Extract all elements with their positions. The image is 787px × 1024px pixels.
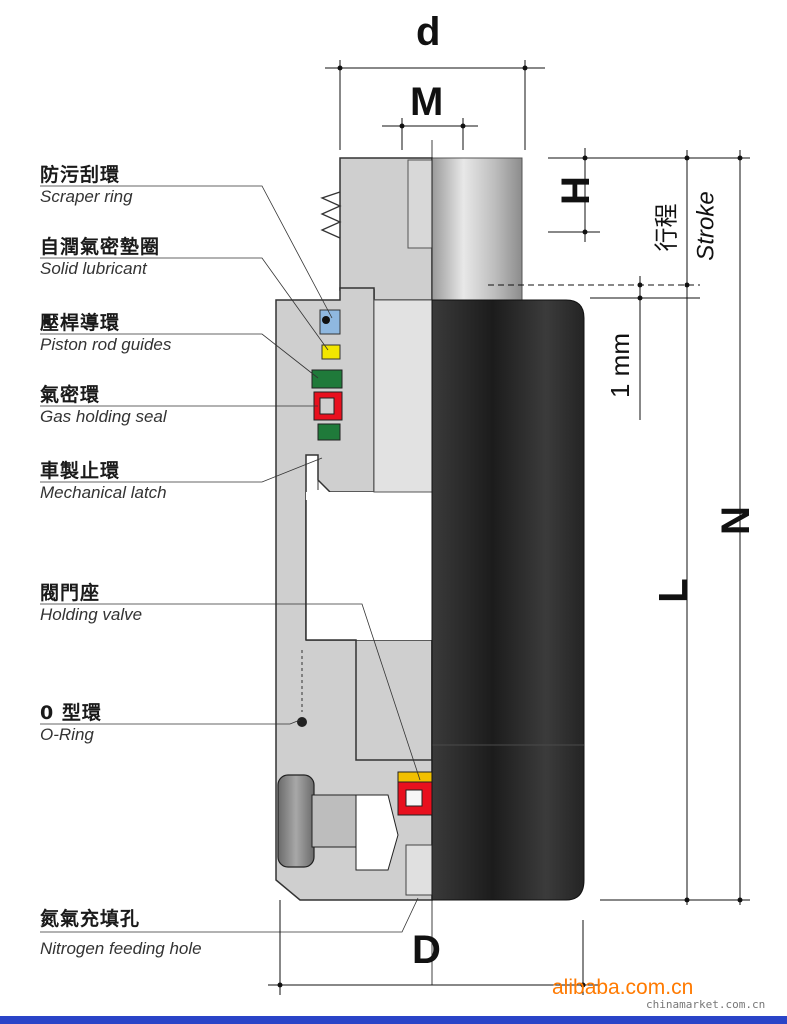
label-zh: 車製止環 bbox=[40, 460, 121, 482]
label-scraper-ring: 防污刮環 Scraper ring bbox=[40, 160, 133, 207]
label-holding-valve: 閥門座 Holding valve bbox=[40, 578, 142, 625]
dimension-d: d bbox=[416, 10, 441, 54]
nitrogen-plug bbox=[277, 774, 433, 896]
dimension-N: N bbox=[713, 506, 758, 535]
label-gas-holding-seal: 氣密環 Gas holding seal bbox=[40, 380, 167, 427]
label-en: Mechanical latch bbox=[40, 483, 167, 502]
dimension-lines bbox=[268, 60, 750, 995]
stroke-zh: 行程 bbox=[653, 203, 681, 252]
gas-seal-red bbox=[313, 391, 343, 421]
label-o-ring: 0 型環 O-Ring bbox=[40, 698, 102, 745]
scraper-ring-seal bbox=[319, 309, 341, 335]
gas-seal-green-top bbox=[311, 369, 343, 389]
label-en: Solid lubricant bbox=[40, 259, 147, 278]
dimension-M: M bbox=[410, 80, 444, 124]
piston-rod bbox=[431, 157, 523, 301]
housing-section bbox=[275, 157, 433, 901]
label-en: O-Ring bbox=[40, 725, 94, 744]
one-mm-label: 1 mm bbox=[605, 333, 635, 398]
dimension-H: H bbox=[553, 176, 598, 205]
dimension-D: D bbox=[412, 928, 441, 972]
cylinder-body bbox=[431, 299, 585, 901]
label-en: Nitrogen feeding hole bbox=[40, 939, 202, 958]
label-zh: 閥門座 bbox=[40, 582, 101, 604]
watermark-brand: alibaba.com.cn bbox=[552, 976, 694, 999]
dimension-dots bbox=[277, 65, 743, 988]
solid-lubricant-seal bbox=[321, 344, 341, 360]
label-zh: 防污刮環 bbox=[40, 164, 121, 186]
label-en: Gas holding seal bbox=[40, 407, 167, 426]
gas-seal-green-bottom bbox=[317, 423, 341, 441]
bottom-accent-bar bbox=[0, 1016, 787, 1024]
label-mechanical-latch: 車製止環 Mechanical latch bbox=[40, 456, 167, 503]
label-nitrogen-feeding-hole: 氮氣充填孔 Nitrogen feeding hole bbox=[40, 904, 202, 959]
label-solid-lubricant: 自潤氣密墊圈 Solid lubricant bbox=[40, 232, 160, 279]
label-zh: 氣密環 bbox=[40, 384, 101, 406]
label-en: Piston rod guides bbox=[40, 335, 172, 354]
label-zh: 壓桿導環 bbox=[40, 312, 121, 334]
stroke-en: Stroke bbox=[692, 191, 720, 261]
watermark-sub: chinamarket.com.cn bbox=[646, 998, 766, 1011]
label-zh: 自潤氣密墊圈 bbox=[40, 236, 161, 258]
label-en: Holding valve bbox=[40, 605, 143, 624]
leader-lines bbox=[40, 185, 421, 933]
label-zh: 0 型環 bbox=[40, 702, 102, 724]
dimension-L: L bbox=[651, 578, 696, 603]
label-zh: 氮氣充填孔 bbox=[40, 908, 141, 930]
label-en: Scraper ring bbox=[40, 187, 133, 206]
scraper-teeth bbox=[320, 191, 342, 239]
label-piston-rod-guides: 壓桿導環 Piston rod guides bbox=[40, 308, 171, 355]
